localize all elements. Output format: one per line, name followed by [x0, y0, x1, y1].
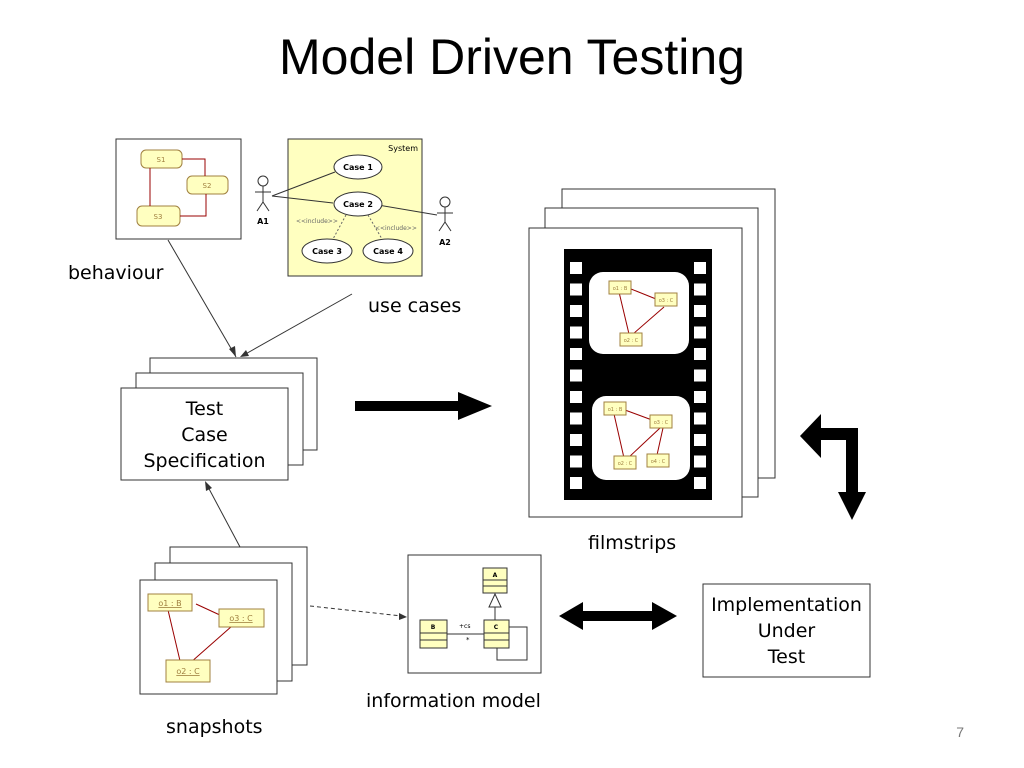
state-s3: S3: [154, 213, 163, 221]
sprocket-hole: [570, 412, 582, 425]
test-case-spec-stack: [120, 357, 318, 481]
class-diagram: A B C +cs *: [407, 554, 542, 674]
use-case-2: Case 2: [343, 200, 373, 209]
sprocket-hole: [694, 348, 706, 360]
sprocket-hole: [570, 326, 582, 339]
frame2-object-4: o4 : C: [651, 459, 666, 465]
filmstrip-frame-2: o1 : B o3 : C o2 : C o4 : C: [592, 396, 690, 480]
sprocket-hole: [694, 434, 706, 446]
tcs-line-3: Specification: [143, 450, 266, 472]
sprocket-hole: [570, 348, 582, 360]
sprocket-hole: [570, 434, 582, 446]
sprocket-hole: [694, 412, 706, 425]
state-s1: S1: [157, 156, 166, 164]
frame1-object-1: o1 : B: [613, 286, 628, 292]
tcs-line-1: Test: [185, 398, 224, 420]
frame2-object-2: o3 : C: [654, 420, 669, 426]
sprocket-hole: [570, 369, 582, 382]
snapshot-object-3: o2 : C: [176, 667, 200, 676]
behaviour-label: behaviour: [68, 262, 164, 284]
sprocket-hole: [694, 369, 706, 382]
sprocket-hole: [694, 326, 706, 339]
sprocket-hole: [694, 262, 706, 274]
state-s2: S2: [203, 182, 212, 190]
iut-line-3: Test: [767, 646, 806, 668]
frame1-object-2: o3 : C: [659, 298, 674, 304]
sprocket-hole: [694, 283, 706, 296]
slide-title: Model Driven Testing: [279, 29, 745, 85]
iut-line-1: Implementation: [711, 594, 862, 616]
sprocket-hole: [570, 305, 582, 317]
tcs-line-2: Case: [181, 424, 228, 446]
filmstrip-frame-1: o1 : B o3 : C o2 : C: [589, 272, 689, 354]
iut-line-2: Under: [757, 620, 816, 642]
frame2-object-3: o2 : C: [618, 461, 633, 467]
system-label: System: [388, 144, 418, 153]
page-number: 7: [956, 724, 964, 740]
include-label-1: <<include>>: [296, 218, 338, 225]
iut-box: [702, 583, 871, 678]
frame2-object-1: o1 : B: [608, 407, 623, 413]
filmstrip-sprockets: [570, 262, 706, 489]
feedback-bent-arrow: [800, 414, 866, 520]
information-model-label: information model: [366, 690, 541, 712]
snapshot-to-info-model-arrow: [309, 605, 407, 620]
sprocket-hole: [694, 305, 706, 317]
sprocket-hole: [694, 477, 706, 489]
state-machine-diagram: S1 S2 S3: [115, 138, 242, 240]
snapshot-object-1: o1 : B: [158, 599, 181, 608]
snapshot-object-2: o3 : C: [229, 614, 253, 623]
class-a: A: [493, 572, 498, 579]
info-model-iut-double-arrow: [559, 602, 677, 630]
sprocket-hole: [570, 391, 582, 403]
snapshots-stack: o1 : B o3 : C o2 : C: [139, 546, 308, 695]
use-case-4: Case 4: [373, 247, 403, 256]
snapshots-label: snapshots: [166, 716, 263, 738]
snapshot-to-spec-arrow: [205, 481, 241, 548]
test-case-spec-text: Test Case Specification: [121, 396, 288, 474]
multiplicity-label: *: [466, 636, 470, 644]
role-label: +cs: [459, 623, 470, 630]
sprocket-hole: [570, 477, 582, 489]
sprocket-hole: [570, 283, 582, 296]
filmstrips-label: filmstrips: [588, 532, 677, 554]
iut-text: Implementation Under Test: [703, 592, 870, 670]
use-case-1: Case 1: [343, 163, 373, 172]
input-arrows: [167, 239, 353, 358]
actor-a1-label: A1: [257, 217, 269, 226]
actor-a2-label: A2: [439, 238, 451, 247]
use-cases-label: use cases: [368, 295, 462, 317]
spec-to-filmstrip-arrow: [355, 392, 492, 420]
class-c: C: [494, 624, 499, 631]
use-case-diagram: System A1 A2 Case 1 Case 2 Case 3 Case 4…: [255, 138, 453, 277]
sprocket-hole: [570, 455, 582, 468]
sprocket-hole: [694, 455, 706, 468]
class-b: B: [431, 624, 436, 631]
use-case-3: Case 3: [312, 247, 342, 256]
sprocket-hole: [694, 391, 706, 403]
frame1-object-3: o2 : C: [624, 338, 639, 344]
sprocket-hole: [570, 262, 582, 274]
include-label-2: <<include>>: [375, 225, 417, 232]
